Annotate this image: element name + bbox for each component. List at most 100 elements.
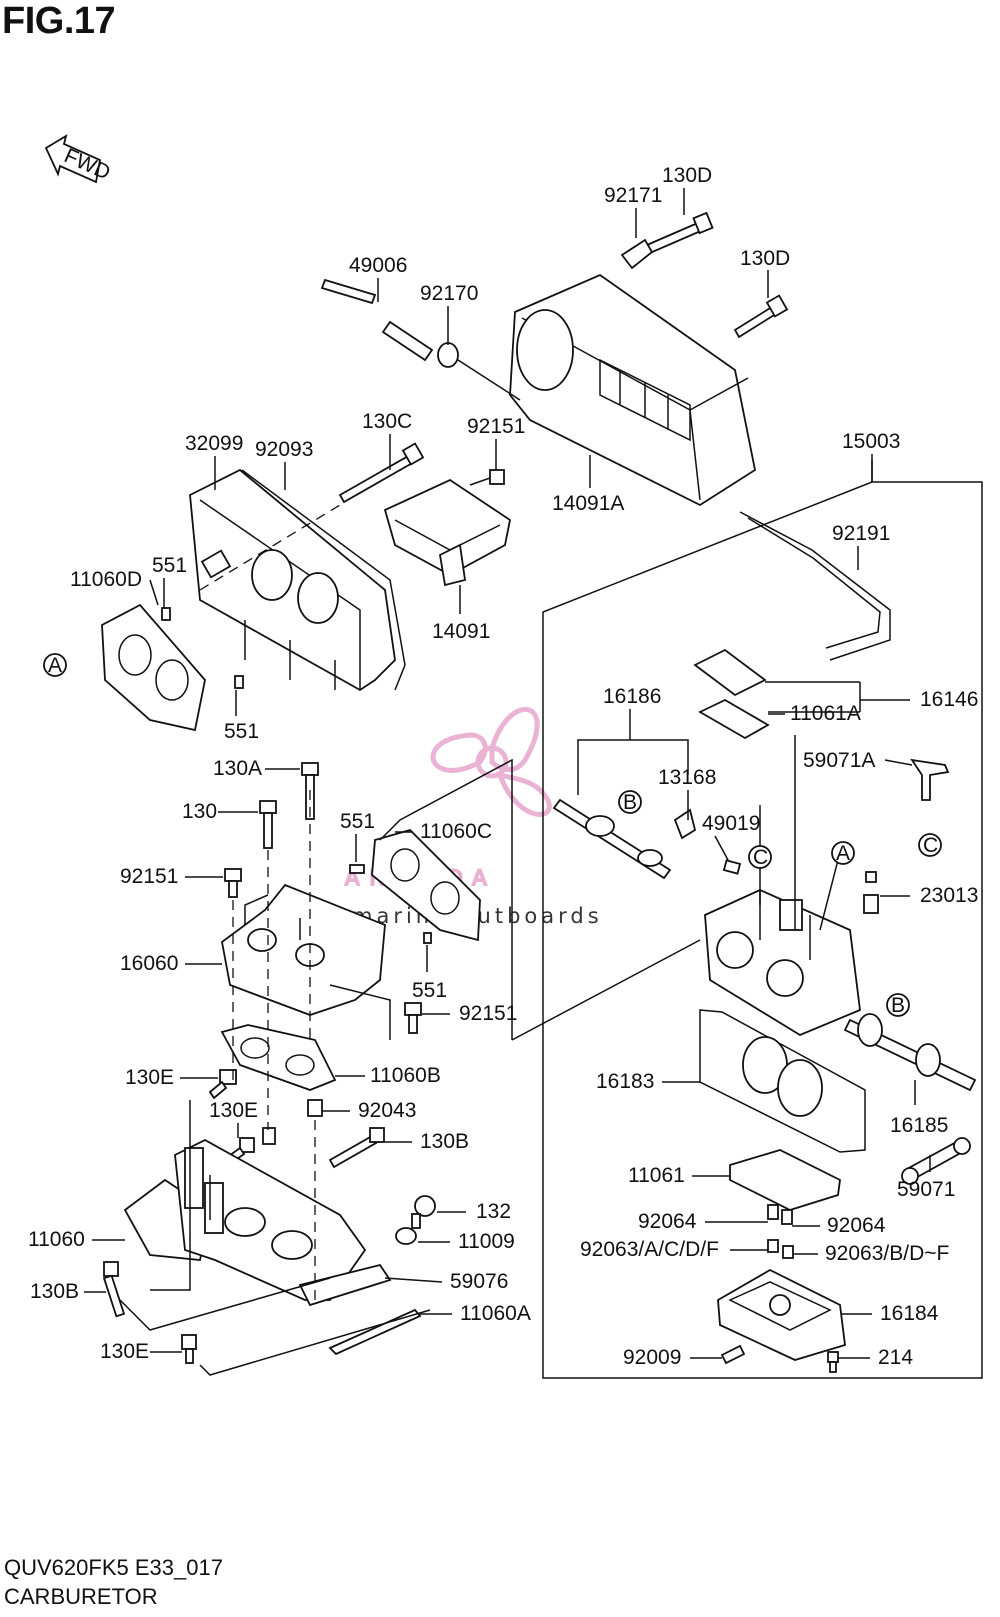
callout-label: 49006: [349, 254, 407, 277]
pin-551-a: [161, 607, 171, 621]
callout-label: 11061A: [790, 702, 861, 725]
bolt-130b-b: [102, 1261, 126, 1318]
bolt-130e-a: [208, 1069, 237, 1100]
bracket-14091: [383, 478, 512, 587]
callout-16060: 16060: [120, 952, 222, 975]
callout-label: 130E: [100, 1340, 149, 1363]
callout-label: 92043: [358, 1099, 416, 1122]
figure-name: CARBURETOR: [4, 1584, 158, 1609]
callout-49006: 49006: [349, 254, 407, 302]
callout-92063-r: 92063/B/D~F: [793, 1242, 949, 1265]
ref-letter: C: [923, 834, 938, 857]
callout-92151-low: 92151: [422, 1002, 517, 1025]
callout-132: 132: [437, 1200, 511, 1223]
plug-49019: [722, 859, 742, 875]
callout-92064-r: 92064: [792, 1214, 886, 1237]
callout-label: 92151: [120, 865, 178, 888]
assembly-box-15003: [542, 481, 983, 1379]
jet-92064-b: [781, 1209, 793, 1225]
bolt-130b-a: [328, 1127, 385, 1169]
gasket-11061a: [698, 698, 770, 740]
callout-92063-l: 92063/A/C/D/F: [580, 1238, 768, 1261]
callout-label: 14091: [432, 620, 490, 643]
callout-130b-a: 130B: [384, 1130, 469, 1153]
callout-label: 59076: [450, 1270, 508, 1293]
callout-59071: 59071: [897, 1155, 955, 1201]
jet-92063-a: [767, 1239, 779, 1253]
figure-title: FIG.17: [2, 0, 116, 42]
fwd-arrow-icon: FWD: [44, 134, 114, 185]
ref-mark-b-mid: B: [618, 790, 642, 814]
callout-label: 14091A: [552, 492, 624, 515]
callout-label: 92064: [827, 1214, 886, 1237]
callout-130e-b: 130E: [209, 1099, 258, 1138]
callout-130b-b: 130B: [30, 1280, 106, 1303]
callout-label: 130: [182, 800, 217, 823]
plate-16146: [693, 648, 767, 697]
callout-label: 92151: [459, 1002, 517, 1025]
bolt-130d-right: [733, 294, 789, 339]
callout-label: 130A: [213, 757, 262, 780]
float-bowl-16184: [717, 1268, 846, 1361]
air-box-14091a: [509, 273, 757, 507]
callout-label: 130E: [125, 1066, 174, 1089]
ref-mark-c-carb: C: [748, 845, 772, 869]
callout-130e-c: 130E: [100, 1340, 182, 1363]
callout-label: 130D: [740, 247, 790, 270]
shaft-16186: [552, 798, 672, 880]
gasket-11060b: [220, 1024, 337, 1091]
ref-letter: A: [48, 654, 62, 677]
callout-label: 11009: [458, 1230, 515, 1253]
float-16183: [742, 1036, 823, 1117]
callout-label: 11060C: [420, 820, 492, 843]
callout-label: 551: [224, 720, 259, 743]
callout-11060d: 11060D: [70, 568, 159, 606]
callout-551-d: 551: [412, 945, 447, 1002]
callout-label: 11060B: [370, 1064, 441, 1087]
callout-16183: 16183: [596, 1070, 700, 1093]
callout-214: 214: [838, 1346, 913, 1369]
callout-92170: 92170: [420, 282, 478, 345]
callout-label: 92151: [467, 415, 525, 438]
gasket-11060c: [371, 828, 481, 942]
collar-unlabeled: [262, 1127, 276, 1145]
callout-16184: 16184: [842, 1302, 939, 1325]
callout-16185: 16185: [890, 1080, 948, 1137]
clip-92171: [620, 238, 654, 270]
ref-letter: B: [623, 791, 637, 814]
callout-92171: 92171: [604, 184, 662, 238]
ref-mark-a-carb: A: [831, 841, 855, 865]
callout-130d-top: 130D: [662, 164, 712, 215]
bolt-92151-low: [404, 1002, 422, 1034]
pin-551-b: [234, 675, 244, 689]
callout-label: 11060: [28, 1228, 85, 1251]
callout-label: 59071: [897, 1178, 955, 1201]
hose-49006: [320, 278, 434, 362]
pin-551-c: [349, 864, 365, 874]
callout-130d-right: 130D: [740, 247, 790, 298]
callout-label: 92191: [832, 522, 890, 545]
callout-11061a: 11061A: [768, 702, 861, 725]
bolt-130: [259, 800, 277, 849]
callout-label: 11061: [628, 1164, 685, 1187]
cover-32099: [189, 468, 396, 692]
callout-label: 23013: [920, 884, 978, 907]
callout-label: 130B: [420, 1130, 469, 1153]
callout-label: 92170: [420, 282, 478, 305]
callout-32099: 32099: [185, 432, 243, 490]
callout-16146: 16146: [860, 688, 978, 711]
callout-11061: 11061: [628, 1164, 730, 1187]
ref-letter: A: [836, 842, 850, 865]
bolt-130c: [338, 442, 425, 504]
callout-leader-line: [384, 1277, 443, 1283]
gasket-92093: [241, 469, 406, 691]
callout-92064-l: 92064: [638, 1210, 768, 1233]
callout-49019: 49019: [702, 812, 760, 861]
callout-11060b: 11060B: [335, 1064, 441, 1087]
callout-label: 92171: [604, 184, 662, 207]
callout-label: 551: [152, 554, 187, 577]
callout-label: 130C: [362, 410, 412, 433]
screw-23013: [863, 871, 879, 914]
callout-16186: 16186: [603, 685, 661, 740]
